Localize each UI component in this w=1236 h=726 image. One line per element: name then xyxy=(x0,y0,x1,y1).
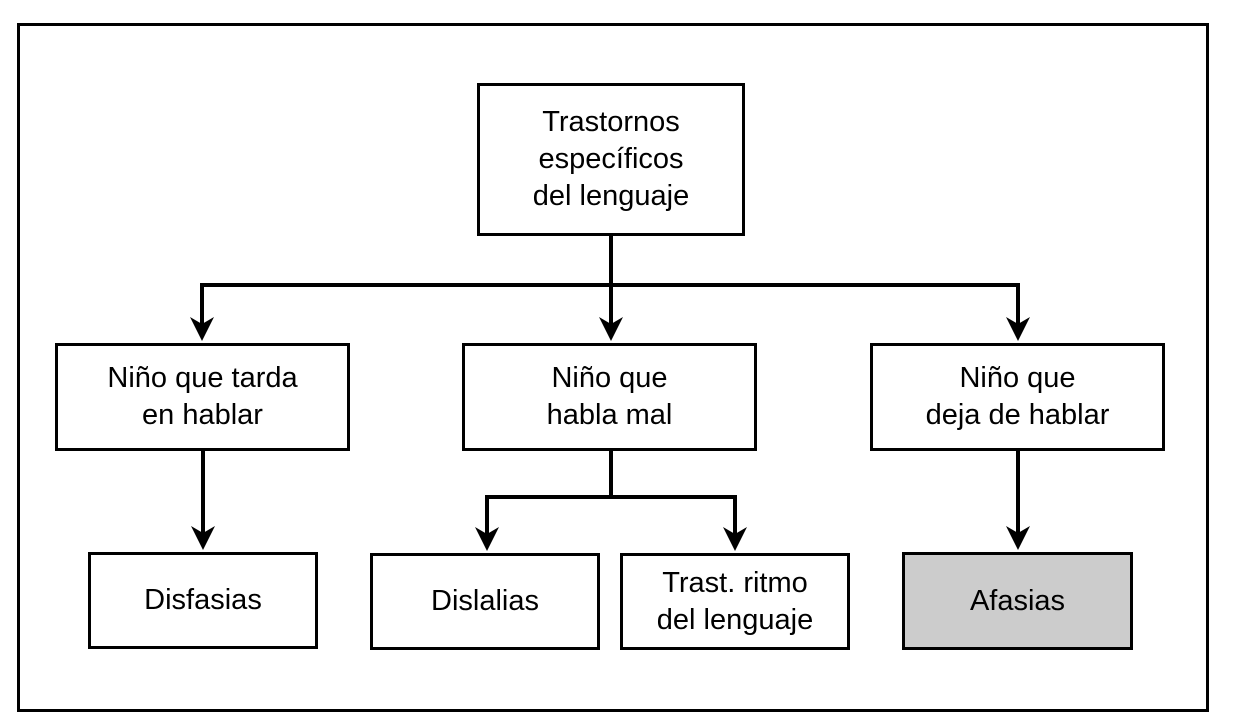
arrowheads xyxy=(190,317,1030,551)
node-trastornos-especificos-del-lenguaje: Trastornos específicos del lenguaje xyxy=(477,83,745,236)
node-disfasias: Disfasias xyxy=(88,552,318,649)
edge-lines xyxy=(200,236,1020,534)
node-trast-ritmo-del-lenguaje: Trast. ritmo del lenguaje xyxy=(620,553,850,650)
node-nino-que-deja-de-hablar: Niño que deja de hablar xyxy=(870,343,1165,451)
outer-border xyxy=(17,23,1209,712)
node-dislalias: Dislalias xyxy=(370,553,600,650)
node-nino-que-habla-mal: Niño que habla mal xyxy=(462,343,757,451)
node-afasias-highlighted: Afasias xyxy=(902,552,1133,650)
node-nino-que-tarda-en-hablar: Niño que tarda en hablar xyxy=(55,343,350,451)
